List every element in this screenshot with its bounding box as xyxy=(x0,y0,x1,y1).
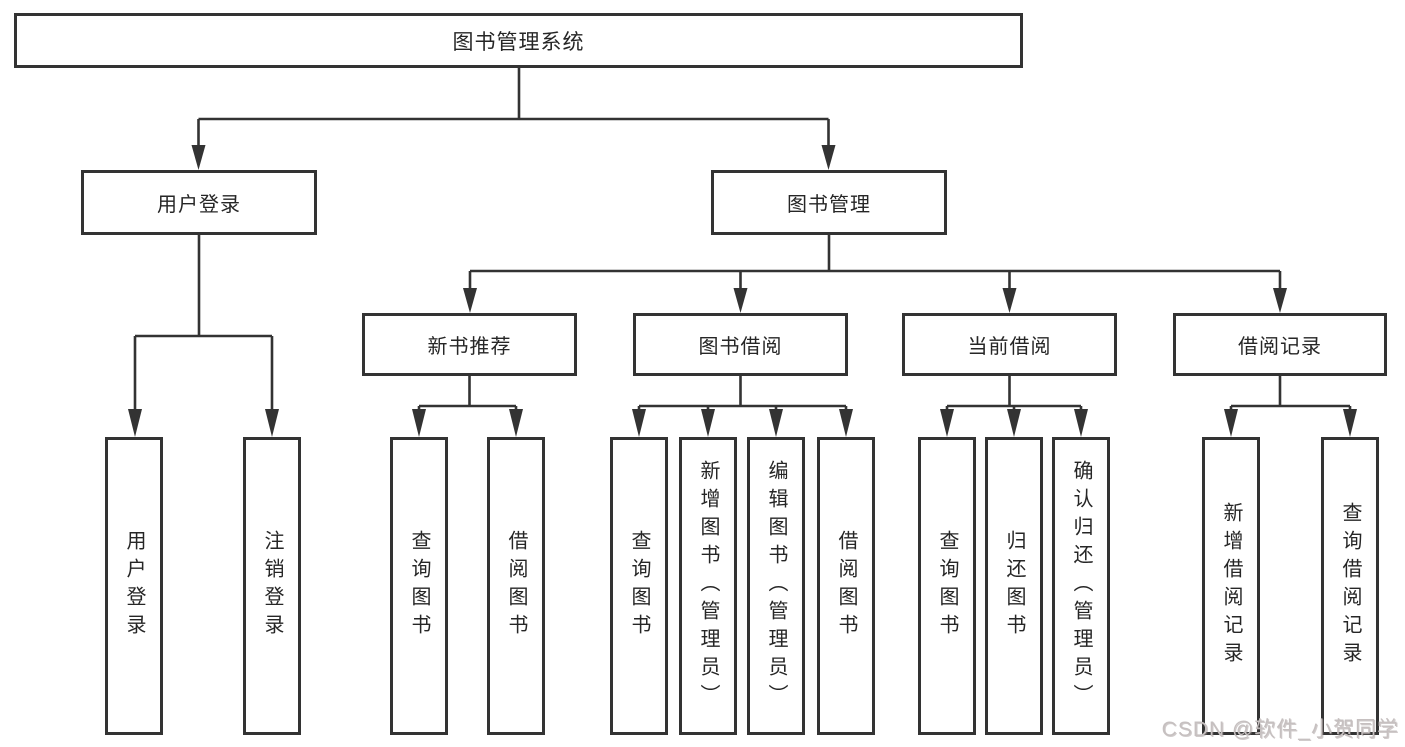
node-library-system: 图书管理系统 xyxy=(14,13,1023,68)
leaf-label: 查询借阅记录 xyxy=(1339,502,1361,670)
leaf-add-borrow-record: 新增借阅记录 xyxy=(1202,437,1260,735)
leaf-label: 查询图书 xyxy=(408,530,430,642)
leaf-label: 借阅图书 xyxy=(505,530,527,642)
leaf-edit-books-admin: 编辑图书（管理员） xyxy=(747,437,805,735)
leaf-label: 确认归还（管理员） xyxy=(1070,460,1092,712)
leaf-add-books-admin: 新增图书（管理员） xyxy=(679,437,737,735)
leaf-logout: 注销登录 xyxy=(243,437,301,735)
edge-new-book-to-leaves xyxy=(412,376,523,437)
leaf-label: 注销登录 xyxy=(261,530,283,642)
leaf-label: 用户登录 xyxy=(123,530,145,642)
leaf-label: 查询图书 xyxy=(936,530,958,642)
leaf-label: 归还图书 xyxy=(1003,530,1025,642)
node-current-borrow: 当前借阅 xyxy=(902,313,1117,376)
leaf-query-borrow-record: 查询借阅记录 xyxy=(1321,437,1379,735)
csdn-watermark: CSDN @软件_小贺同学 xyxy=(1161,718,1399,741)
leaf-borrow-books: 借阅图书 xyxy=(817,437,875,735)
leaf-label: 编辑图书（管理员） xyxy=(765,460,787,712)
node-book-management: 图书管理 xyxy=(711,170,947,235)
leaf-confirm-return-admin: 确认归还（管理员） xyxy=(1052,437,1110,735)
node-book-borrow: 图书借阅 xyxy=(633,313,848,376)
leaf-label: 新增借阅记录 xyxy=(1220,502,1242,670)
edge-current-borrow-to-leaves xyxy=(940,376,1088,437)
node-new-book-recommend: 新书推荐 xyxy=(362,313,577,376)
leaf-query-books-borrow: 查询图书 xyxy=(610,437,668,735)
leaf-return-books: 归还图书 xyxy=(985,437,1043,735)
edge-root-to-level2 xyxy=(191,68,836,170)
edge-book-management-to-level3 xyxy=(463,235,1287,313)
leaf-label: 新增图书（管理员） xyxy=(697,460,719,712)
leaf-borrow-books-recommend: 借阅图书 xyxy=(487,437,545,735)
edge-borrow-records-to-leaves xyxy=(1224,376,1357,437)
leaf-label: 查询图书 xyxy=(628,530,650,642)
edge-user-login-to-leaves xyxy=(128,235,279,437)
leaf-label: 借阅图书 xyxy=(835,530,857,642)
leaf-user-login: 用户登录 xyxy=(105,437,163,735)
node-borrow-records: 借阅记录 xyxy=(1173,313,1387,376)
leaf-query-books-current: 查询图书 xyxy=(918,437,976,735)
node-user-login: 用户登录 xyxy=(81,170,317,235)
edge-book-borrow-to-leaves xyxy=(632,376,853,437)
leaf-query-books-recommend: 查询图书 xyxy=(390,437,448,735)
